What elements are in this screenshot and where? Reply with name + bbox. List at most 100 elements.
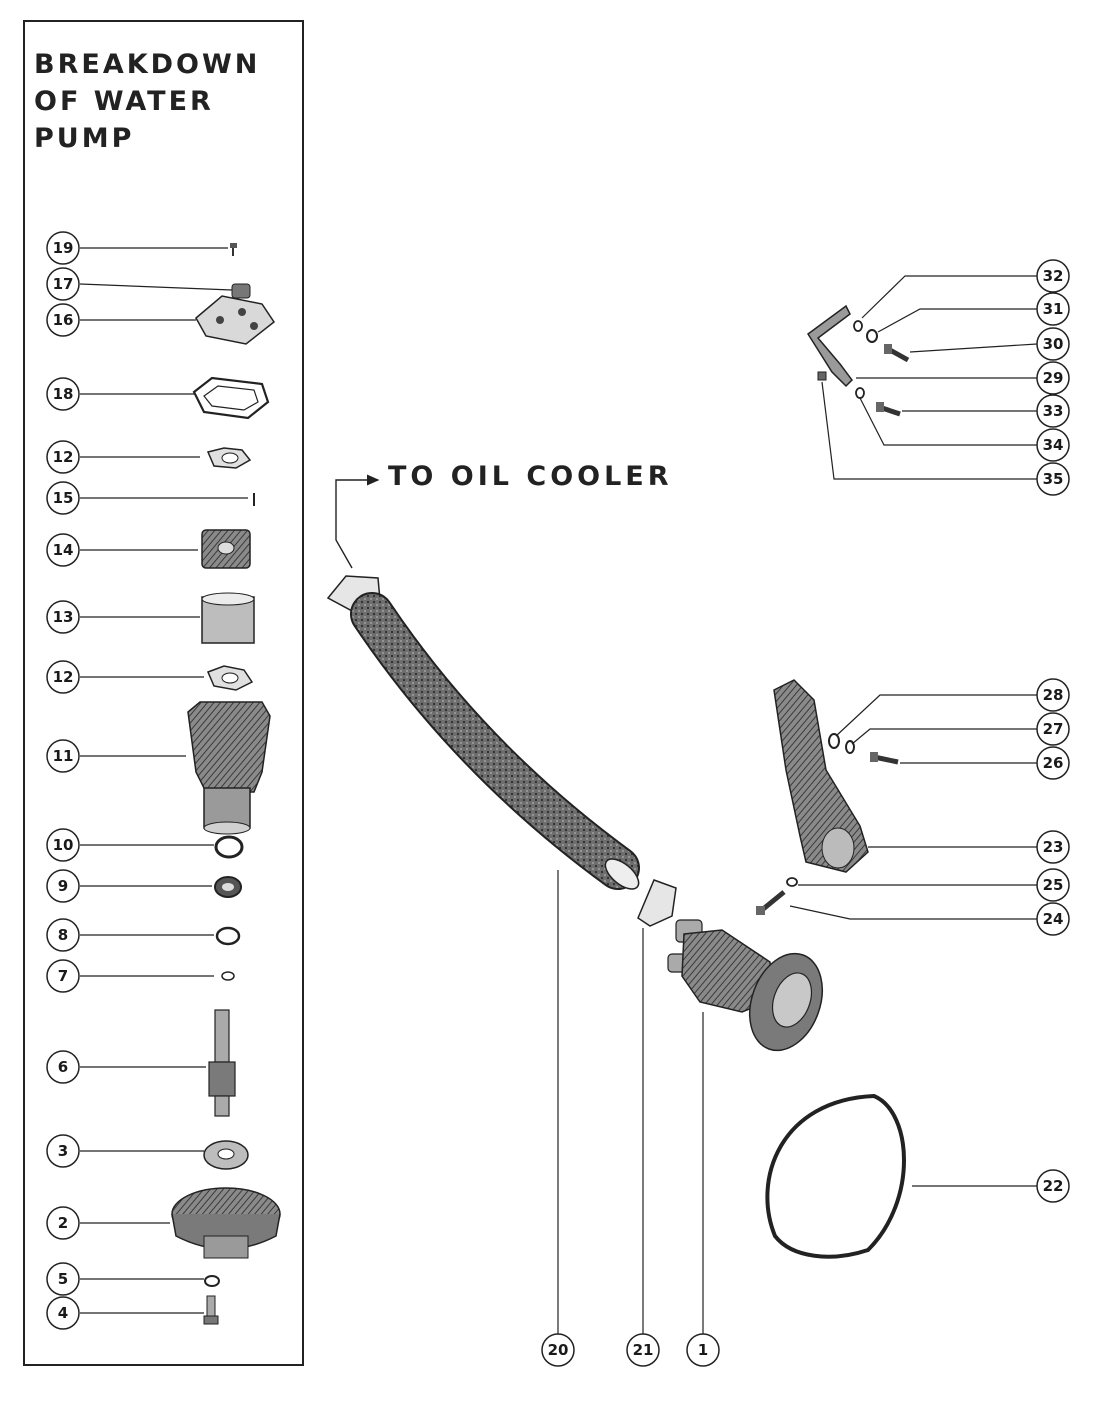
callout-18: 18 bbox=[46, 377, 80, 411]
callout-15: 15 bbox=[46, 481, 80, 515]
part-16-cover-plate bbox=[80, 295, 276, 345]
part-3-hub bbox=[80, 1140, 249, 1170]
svg-text:32: 32 bbox=[1043, 267, 1064, 285]
svg-text:35: 35 bbox=[1043, 470, 1064, 488]
svg-text:18: 18 bbox=[53, 385, 74, 403]
callout-33: 33 bbox=[1036, 394, 1070, 428]
callout-11: 11 bbox=[46, 739, 80, 773]
title-line-3: PUMP bbox=[34, 123, 135, 154]
callout-17: 17 bbox=[46, 267, 80, 301]
callout-4: 4 bbox=[46, 1296, 80, 1330]
part-21-clamp bbox=[637, 879, 677, 927]
part-24-bolt bbox=[756, 890, 786, 915]
svg-text:19: 19 bbox=[53, 239, 74, 257]
part-17-fitting bbox=[79, 283, 251, 299]
callout-24: 24 bbox=[1036, 902, 1070, 936]
callout-12-upper: 12 bbox=[46, 440, 80, 474]
svg-text:11: 11 bbox=[53, 747, 74, 765]
part-19-screw bbox=[80, 243, 237, 256]
svg-text:34: 34 bbox=[1043, 436, 1064, 454]
svg-text:21: 21 bbox=[633, 1341, 654, 1359]
part-27-washer bbox=[845, 740, 855, 754]
callout-22: 22 bbox=[1036, 1169, 1070, 1203]
part-29-brace bbox=[806, 304, 853, 388]
part-23-bracket bbox=[773, 679, 869, 873]
svg-text:13: 13 bbox=[53, 608, 74, 626]
callout-23: 23 bbox=[1036, 830, 1070, 864]
svg-text:30: 30 bbox=[1043, 335, 1064, 353]
svg-text:24: 24 bbox=[1043, 910, 1064, 928]
svg-text:6: 6 bbox=[58, 1058, 68, 1076]
callout-3: 3 bbox=[46, 1134, 80, 1168]
part-25-washer bbox=[786, 877, 798, 887]
part-26-bolt bbox=[870, 752, 899, 765]
part-1-water-pump bbox=[667, 919, 823, 1052]
callout-12-lower: 12 bbox=[46, 660, 80, 694]
part-32-washer bbox=[853, 320, 863, 332]
part-35-nut bbox=[817, 371, 827, 381]
part-2-pulley bbox=[80, 1187, 281, 1259]
svg-text:15: 15 bbox=[53, 489, 74, 507]
part-34-washer bbox=[855, 387, 865, 399]
panel-border bbox=[23, 20, 304, 1366]
callout-6: 6 bbox=[46, 1050, 80, 1084]
part-13-liner bbox=[80, 592, 255, 644]
callout-28: 28 bbox=[1036, 678, 1070, 712]
svg-text:33: 33 bbox=[1043, 402, 1064, 420]
svg-text:8: 8 bbox=[58, 926, 68, 944]
svg-text:20: 20 bbox=[548, 1341, 569, 1359]
part-12-plate-upper bbox=[80, 447, 252, 469]
svg-text:4: 4 bbox=[58, 1304, 68, 1322]
svg-text:2: 2 bbox=[58, 1214, 68, 1232]
callout-16: 16 bbox=[46, 303, 80, 337]
part-30-bolt bbox=[884, 344, 910, 363]
part-20-hose bbox=[350, 592, 640, 890]
svg-text:25: 25 bbox=[1043, 876, 1064, 894]
svg-text:28: 28 bbox=[1043, 686, 1064, 704]
callout-9: 9 bbox=[46, 869, 80, 903]
callout-1: 1 bbox=[686, 1333, 720, 1367]
svg-text:10: 10 bbox=[53, 836, 74, 854]
part-10-seal bbox=[80, 835, 244, 859]
callout-30: 30 bbox=[1036, 327, 1070, 361]
title-line-2: OF WATER bbox=[34, 86, 214, 117]
callout-13: 13 bbox=[46, 600, 80, 634]
part-31-washer bbox=[866, 329, 878, 343]
svg-text:31: 31 bbox=[1043, 300, 1064, 318]
part-9-bearing bbox=[80, 876, 242, 898]
svg-text:5: 5 bbox=[58, 1270, 68, 1288]
svg-text:29: 29 bbox=[1043, 369, 1064, 387]
oil-cooler-arrow bbox=[335, 474, 380, 569]
callout-20: 20 bbox=[541, 1333, 575, 1367]
part-15-key bbox=[80, 493, 255, 506]
svg-text:23: 23 bbox=[1043, 838, 1064, 856]
callout-27: 27 bbox=[1036, 712, 1070, 746]
part-18-gasket bbox=[80, 376, 270, 420]
callout-35: 35 bbox=[1036, 462, 1070, 496]
part-33-bolt bbox=[876, 402, 901, 417]
part-4-bolt bbox=[80, 1295, 219, 1325]
callout-19: 19 bbox=[46, 231, 80, 265]
svg-text:7: 7 bbox=[58, 967, 68, 985]
callout-21: 21 bbox=[626, 1333, 660, 1367]
svg-text:27: 27 bbox=[1043, 720, 1064, 738]
callout-26: 26 bbox=[1036, 746, 1070, 780]
callout-31: 31 bbox=[1036, 292, 1070, 326]
svg-text:9: 9 bbox=[58, 877, 68, 895]
callout-34: 34 bbox=[1036, 428, 1070, 462]
callout-25: 25 bbox=[1036, 868, 1070, 902]
svg-text:3: 3 bbox=[58, 1142, 68, 1160]
svg-text:22: 22 bbox=[1043, 1177, 1064, 1195]
part-22-belt bbox=[765, 1093, 906, 1259]
leader-lines-right bbox=[557, 275, 1038, 1334]
svg-text:14: 14 bbox=[53, 541, 74, 559]
part-12-plate-lower bbox=[80, 665, 254, 691]
callout-32: 32 bbox=[1036, 259, 1070, 293]
callout-2: 2 bbox=[46, 1206, 80, 1240]
part-8-washer bbox=[80, 926, 241, 946]
part-28-washer bbox=[828, 733, 840, 749]
svg-text:26: 26 bbox=[1043, 754, 1064, 772]
svg-text:17: 17 bbox=[53, 275, 74, 293]
svg-text:12: 12 bbox=[53, 448, 74, 466]
